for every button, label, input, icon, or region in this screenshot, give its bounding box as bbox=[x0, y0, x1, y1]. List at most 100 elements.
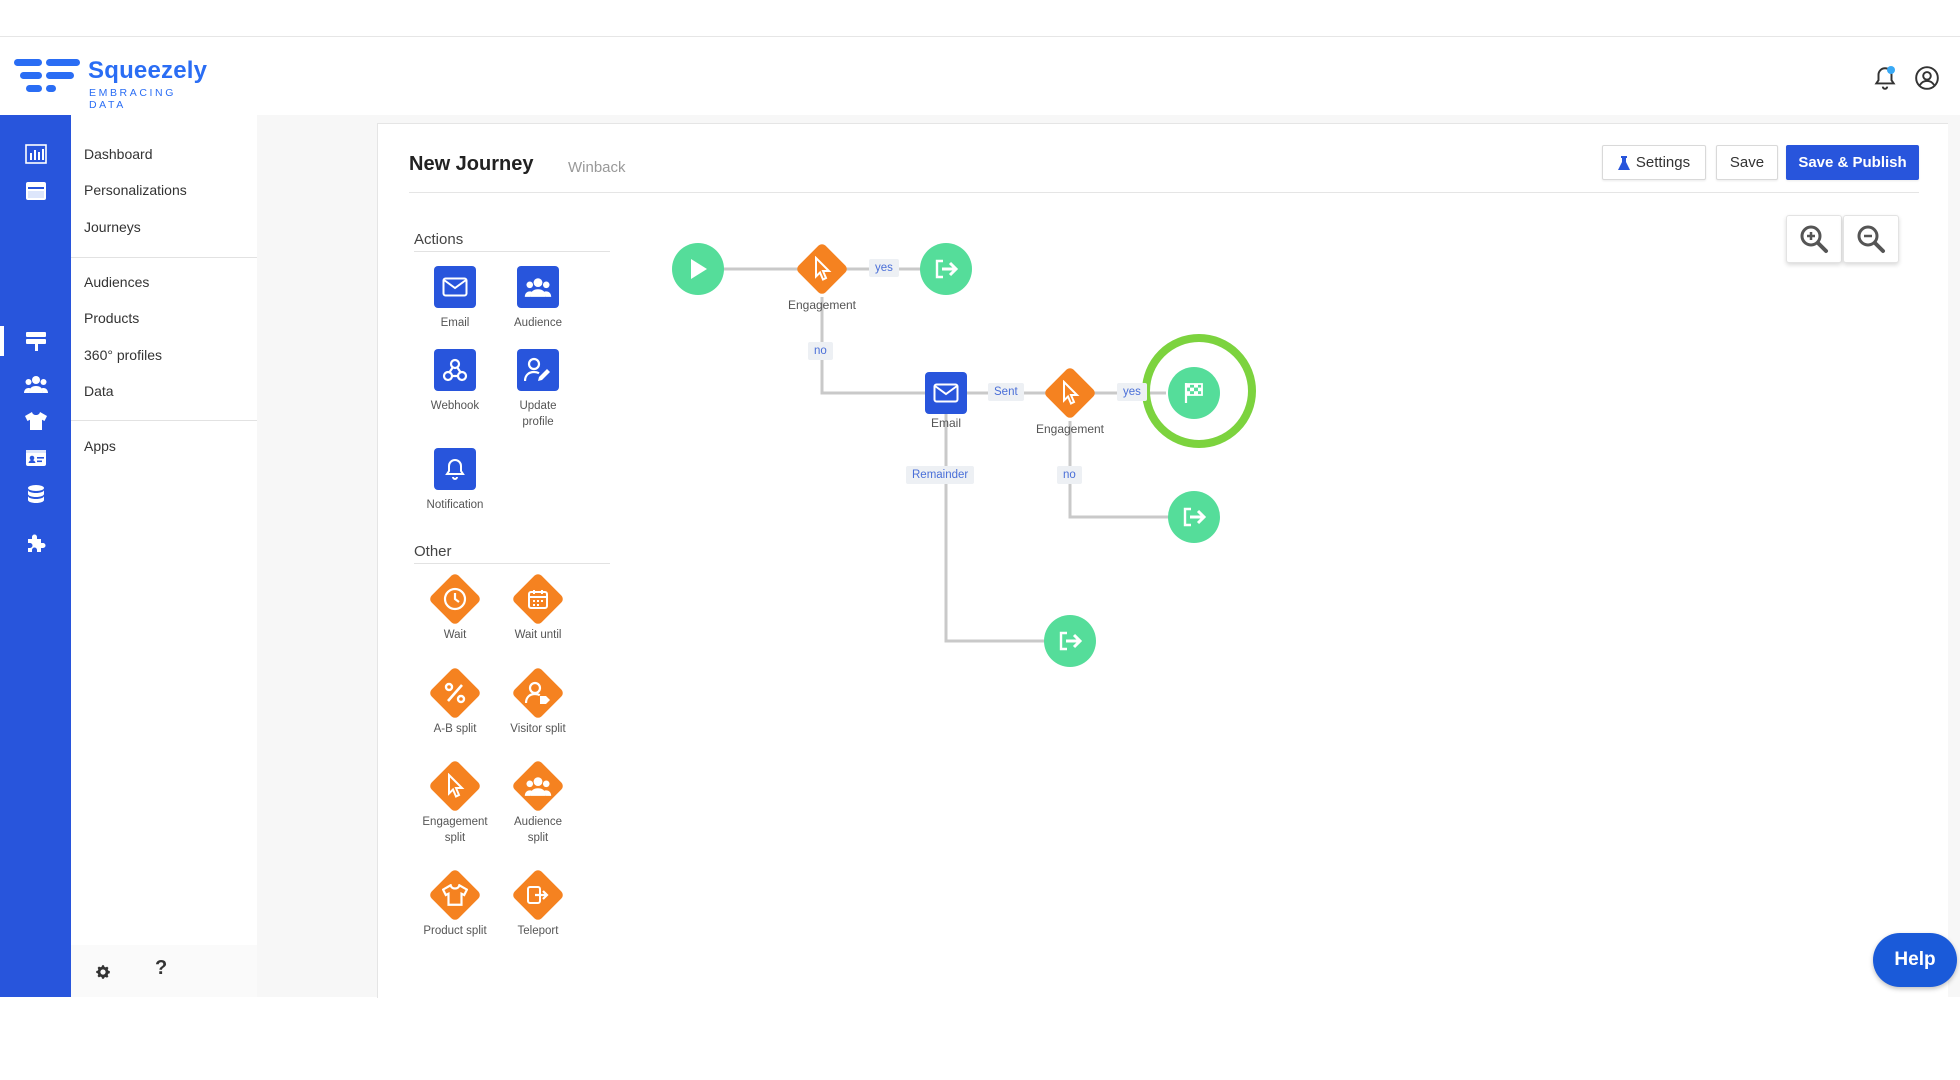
calendar-icon bbox=[528, 590, 548, 609]
other-heading: Other bbox=[414, 543, 452, 560]
settings-button[interactable]: Settings bbox=[1602, 145, 1706, 180]
nav-item-dashboard[interactable]: Dashboard bbox=[84, 146, 153, 162]
cursor-icon bbox=[1063, 380, 1080, 405]
nav-item-journeys[interactable]: Journeys bbox=[84, 219, 141, 235]
palette-label: Audience bbox=[514, 317, 562, 329]
checkered-flag-icon bbox=[1184, 383, 1203, 403]
flow-exit-node-3[interactable] bbox=[1044, 615, 1096, 667]
flow-tag-no: no bbox=[808, 342, 833, 360]
nav-item-audiences[interactable]: Audiences bbox=[84, 274, 150, 290]
palette-label: A-B split bbox=[433, 723, 477, 735]
flow-tag-yes: yes bbox=[1117, 383, 1147, 401]
palette-ab-split[interactable]: A-B split bbox=[415, 666, 495, 737]
profiles-icon[interactable] bbox=[22, 444, 50, 472]
icon-rail bbox=[0, 115, 71, 997]
flow-node-label: Email bbox=[930, 416, 961, 430]
flow-node-label: Engagement bbox=[1035, 422, 1105, 436]
percent-icon bbox=[444, 682, 466, 704]
clock-icon bbox=[443, 587, 467, 611]
page-subtitle: Winback bbox=[568, 159, 626, 176]
users-icon bbox=[524, 777, 552, 796]
nav-item-profiles[interactable]: 360° profiles bbox=[84, 347, 162, 363]
palette-label: Wait bbox=[443, 629, 467, 641]
journeys-icon[interactable] bbox=[22, 327, 50, 355]
flow-engagement-node-1[interactable] bbox=[795, 242, 849, 296]
user-icon[interactable] bbox=[1914, 65, 1940, 91]
flow-tag-remainder: Remainder bbox=[906, 466, 975, 484]
nav-divider bbox=[71, 257, 257, 258]
flask-icon bbox=[1617, 155, 1630, 170]
envelope-icon bbox=[933, 383, 959, 403]
zoom-out-button[interactable] bbox=[1843, 215, 1899, 263]
palette-label: Product split bbox=[423, 925, 487, 937]
actions-divider bbox=[414, 251, 610, 252]
shirt-icon bbox=[442, 884, 468, 906]
other-divider bbox=[414, 563, 610, 564]
palette-label: Update profile bbox=[519, 400, 557, 428]
palette-label: Wait until bbox=[514, 629, 562, 641]
palette-wait[interactable]: Wait bbox=[415, 572, 495, 643]
flow-tag-no: no bbox=[1057, 466, 1082, 484]
logo[interactable]: Squeezely EMBRACING DATA bbox=[14, 57, 214, 111]
nav-item-products[interactable]: Products bbox=[84, 310, 140, 326]
exit-icon bbox=[935, 259, 959, 279]
user-tag-icon bbox=[525, 681, 550, 704]
palette-email[interactable]: Email bbox=[415, 266, 495, 331]
palette-webhook[interactable]: Webhook bbox=[415, 349, 495, 414]
save-button[interactable]: Save bbox=[1716, 145, 1778, 180]
user-edit-icon bbox=[524, 357, 550, 382]
nav-item-data[interactable]: Data bbox=[84, 383, 114, 399]
bell-icon bbox=[445, 458, 465, 480]
cursor-icon bbox=[448, 773, 465, 798]
top-divider bbox=[0, 36, 1960, 37]
exit-icon bbox=[1183, 507, 1207, 527]
zoom-in-button[interactable] bbox=[1786, 215, 1842, 263]
exit-icon bbox=[1059, 631, 1083, 651]
personalizations-icon[interactable] bbox=[22, 177, 50, 205]
palette-label: Webhook bbox=[430, 400, 480, 412]
palette-product-split[interactable]: Product split bbox=[415, 868, 495, 939]
flow-goal-node[interactable] bbox=[1168, 367, 1220, 419]
palette-label: Teleport bbox=[517, 925, 559, 937]
flow-exit-node-1[interactable] bbox=[920, 243, 972, 295]
zoom-in-icon bbox=[1800, 225, 1828, 253]
flow-start-node[interactable] bbox=[672, 243, 724, 295]
help-button[interactable]: Help bbox=[1873, 933, 1957, 987]
save-publish-button[interactable]: Save & Publish bbox=[1786, 145, 1919, 180]
products-icon[interactable] bbox=[22, 407, 50, 435]
palette-visitor-split[interactable]: Visitor split bbox=[498, 666, 578, 737]
flow-exit-node-2[interactable] bbox=[1168, 491, 1220, 543]
audiences-icon[interactable] bbox=[22, 370, 50, 398]
nav-item-personalizations[interactable]: Personalizations bbox=[84, 182, 187, 198]
palette-teleport[interactable]: Teleport bbox=[498, 868, 578, 939]
flow-email-node[interactable] bbox=[925, 372, 967, 414]
flow-tag-sent: Sent bbox=[988, 383, 1024, 401]
users-icon bbox=[524, 278, 552, 297]
brand-name: Squeezely bbox=[88, 57, 208, 84]
envelope-icon bbox=[442, 277, 468, 297]
flow-engagement-node-2[interactable] bbox=[1043, 366, 1097, 420]
palette-update-profile[interactable]: Update profile bbox=[498, 349, 578, 430]
settings-label: Settings bbox=[1635, 154, 1691, 171]
palette-wait-until[interactable]: Wait until bbox=[498, 572, 578, 643]
notification-dot bbox=[1887, 66, 1895, 74]
apps-icon[interactable] bbox=[22, 529, 50, 557]
gear-icon[interactable] bbox=[94, 963, 112, 981]
flow-tag-yes: yes bbox=[869, 259, 899, 277]
question-icon[interactable]: ? bbox=[155, 957, 168, 979]
palette-label: Visitor split bbox=[510, 723, 566, 735]
palette-audience-split[interactable]: Audience split bbox=[498, 759, 578, 846]
data-icon[interactable] bbox=[22, 481, 50, 509]
actions-heading: Actions bbox=[414, 231, 464, 248]
palette-label: Email bbox=[440, 317, 470, 329]
palette-notification[interactable]: Notification bbox=[415, 448, 495, 513]
play-icon bbox=[691, 259, 707, 279]
palette-label: Audience split bbox=[514, 816, 562, 844]
analytics-icon[interactable] bbox=[22, 140, 50, 168]
nav-item-apps[interactable]: Apps bbox=[84, 438, 116, 454]
palette-audience[interactable]: Audience bbox=[498, 266, 578, 331]
palette-label: Engagement split bbox=[422, 816, 488, 844]
cursor-icon bbox=[815, 256, 832, 281]
palette-engagement-split[interactable]: Engagement split bbox=[415, 759, 495, 846]
